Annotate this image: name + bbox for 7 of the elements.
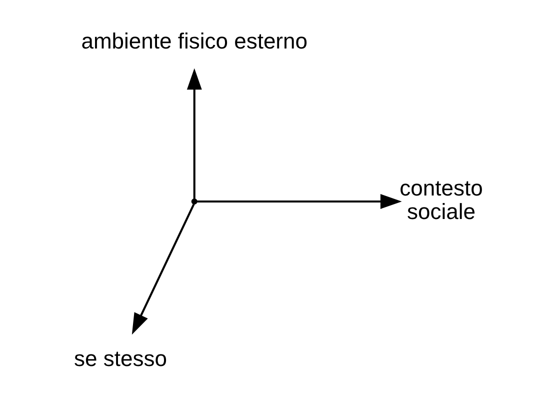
node-point — [190, 198, 197, 205]
arrow — [196, 194, 402, 209]
node-text: ambiente fisico esterno — [80, 28, 307, 54]
arrow — [186, 68, 202, 199]
arrow — [131, 204, 194, 335]
node-text: contesto sociale — [399, 176, 482, 224]
node-text: se stesso — [73, 346, 166, 372]
